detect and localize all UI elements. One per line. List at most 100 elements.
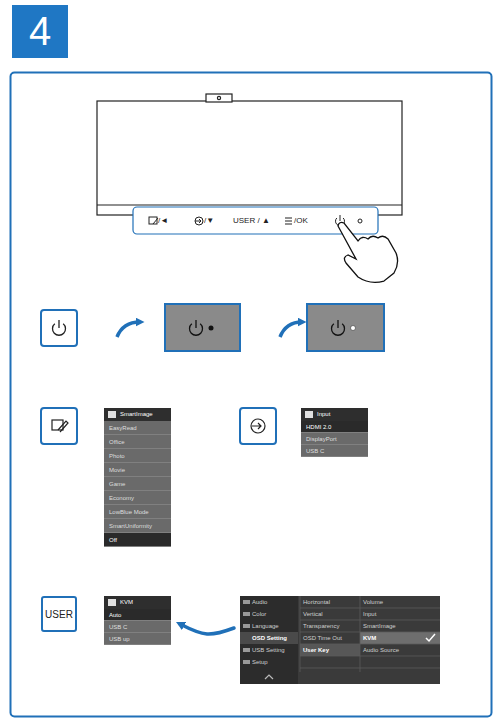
- button-icons: [285, 218, 292, 224]
- menu-item: Auto: [109, 612, 121, 618]
- menu-row: Auto: [104, 609, 171, 621]
- menu-button: USER: [41, 596, 77, 632]
- menu-row: Movie: [104, 463, 171, 477]
- osd-option: User Key: [303, 644, 329, 656]
- osd-panel: [265, 675, 273, 679]
- osd-submenu: InputHDMI 2.0DisplayPortUSB C: [301, 408, 368, 457]
- monitor: [97, 101, 402, 215]
- osd-main-item: Language: [240, 620, 298, 632]
- osd-item-text: Setup: [252, 659, 268, 665]
- osd-item-text: OSD Setting: [252, 635, 287, 641]
- osd-option: KVM: [363, 632, 376, 644]
- menu-row: HDMI 2.0: [301, 421, 368, 433]
- menu-icon: [305, 411, 313, 418]
- osd-panel: [300, 596, 440, 672]
- osd-submenu: KVMAutoUSB CUSB up: [104, 596, 171, 645]
- osd-main-item: USB Setting: [240, 644, 298, 656]
- menu-icon: [108, 599, 116, 606]
- menu-item: Movie: [109, 467, 125, 473]
- osd-item-text: Color: [252, 611, 266, 617]
- menu-item: Office: [109, 439, 125, 445]
- osd-panel: [240, 596, 440, 684]
- menu-buttons: [41, 408, 77, 444]
- osd-option: Volume: [363, 596, 383, 608]
- osd-panel: [243, 624, 250, 628]
- monitor: [97, 94, 402, 215]
- button-icons: [358, 219, 362, 223]
- menu-row: Off: [104, 533, 171, 547]
- button-icons: [195, 217, 203, 225]
- menu-title: Input: [317, 411, 330, 417]
- menu-item: EasyRead: [109, 425, 137, 431]
- monitor: [206, 94, 232, 102]
- osd-panel: [240, 596, 298, 684]
- power-sequence: [332, 320, 345, 335]
- osd-main-item: Audio: [240, 596, 298, 608]
- power-sequence: [209, 326, 214, 331]
- power-sequence: [307, 304, 384, 351]
- menu-row: USB C: [301, 445, 368, 457]
- step-badge: [12, 5, 68, 58]
- osd-main-item: Color: [240, 608, 298, 620]
- osd-panel: [426, 634, 435, 641]
- menu-row: EasyRead: [104, 421, 171, 435]
- monitor: [217, 96, 220, 99]
- button-icons: [153, 218, 158, 224]
- menu-row: SmartUniformity: [104, 519, 171, 533]
- menu-item: Off: [109, 537, 117, 543]
- osd-panel: [243, 600, 250, 604]
- button-label: /◄: [158, 216, 168, 226]
- power-sequence: [165, 304, 240, 351]
- menu-item: Economy: [109, 495, 134, 501]
- osd-main-item: OSD Setting: [240, 632, 298, 644]
- button-label: /OK: [294, 216, 308, 226]
- osd-panel: [243, 612, 250, 616]
- menu-row: Photo: [104, 449, 171, 463]
- menu-item: Photo: [109, 453, 125, 459]
- osd-option: Input: [363, 608, 376, 620]
- menu-item: USB C: [306, 448, 324, 454]
- menu-row: Office: [104, 435, 171, 449]
- osd-item-text: Language: [252, 623, 279, 629]
- menu-icon: [108, 411, 116, 418]
- menu-item: DisplayPort: [306, 436, 337, 442]
- menu-header: Input: [301, 408, 368, 421]
- menu-header: SmartImage: [104, 408, 171, 421]
- curved-arrow: [180, 624, 234, 634]
- osd-panel: [243, 648, 250, 652]
- panel-border: [11, 73, 492, 717]
- osd-main-item: Setup: [240, 656, 298, 668]
- power-sequence: [117, 322, 140, 337]
- button-icons: [195, 219, 201, 223]
- osd-submenu: SmartImageEasyReadOfficePhotoMovieGameEc…: [104, 408, 171, 547]
- menu-buttons: [251, 419, 265, 433]
- menu-title: KVM: [120, 599, 133, 605]
- menu-item: USB up: [109, 636, 130, 642]
- power-sequence: [190, 320, 203, 335]
- osd-panel: [360, 632, 440, 644]
- step-number: 4: [12, 5, 68, 58]
- button-icons: [149, 217, 157, 224]
- menu-item: SmartUniformity: [109, 523, 152, 529]
- power-sequence: [41, 304, 384, 351]
- menu-item: LowBlue Mode: [109, 509, 149, 515]
- menu-row: Economy: [104, 491, 171, 505]
- button-label: USER / ▲: [233, 216, 270, 226]
- osd-panel: [243, 660, 250, 664]
- menu-row: USB up: [104, 633, 171, 645]
- osd-panel: [300, 644, 360, 656]
- osd-item-text: USB Setting: [252, 647, 285, 653]
- osd-option: Transparency: [303, 620, 339, 632]
- menu-buttons: [240, 408, 276, 444]
- osd-option: Horizontal: [303, 596, 330, 608]
- menu-buttons: [252, 423, 261, 429]
- osd-option: Audio Source: [363, 644, 399, 656]
- menu-header: KVM: [104, 596, 171, 609]
- power-sequence: [351, 326, 356, 331]
- osd-option: Vertical: [303, 608, 323, 620]
- osd-option: SmartImage: [363, 620, 396, 632]
- osd-item-text: Audio: [252, 599, 267, 605]
- menu-item: HDMI 2.0: [306, 424, 331, 430]
- power-sequence: [280, 322, 302, 337]
